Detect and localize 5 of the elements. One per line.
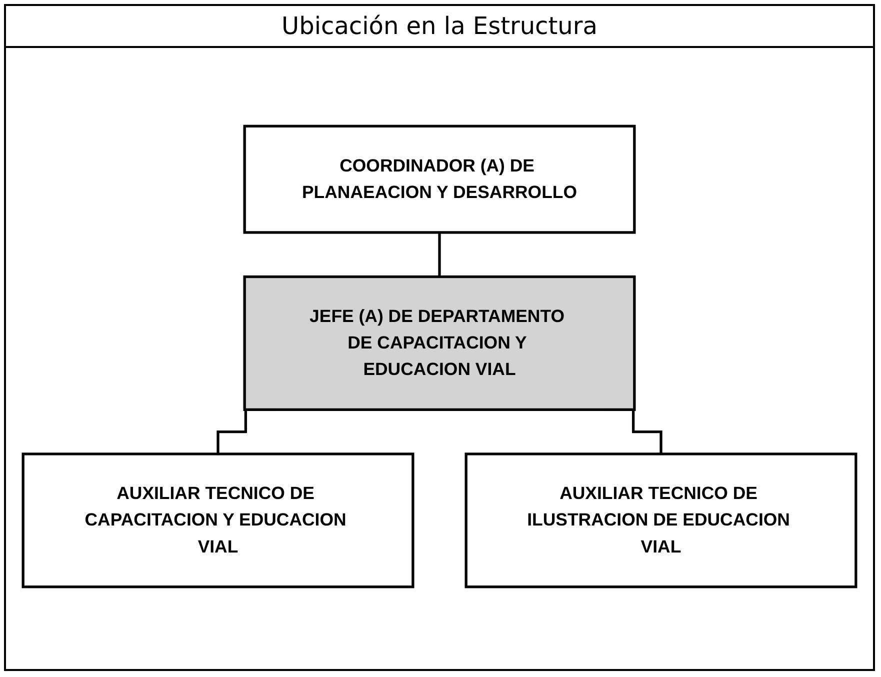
node-box: AUXILIAR TECNICO DE ILUSTRACION DE EDUCACION VIAL (464, 452, 858, 588)
connector (438, 231, 441, 278)
node-box: AUXILIAR TECNICO DE CAPACITACION Y EDUCACION VIAL (22, 452, 414, 588)
node-box: COORDINADOR (A) DE PLANAEACION Y DESARROLLO (243, 124, 636, 234)
node-box: JEFE (A) DE DEPARTAMENTO DE CAPACITACION Y EDUCACION VIAL (243, 275, 636, 411)
